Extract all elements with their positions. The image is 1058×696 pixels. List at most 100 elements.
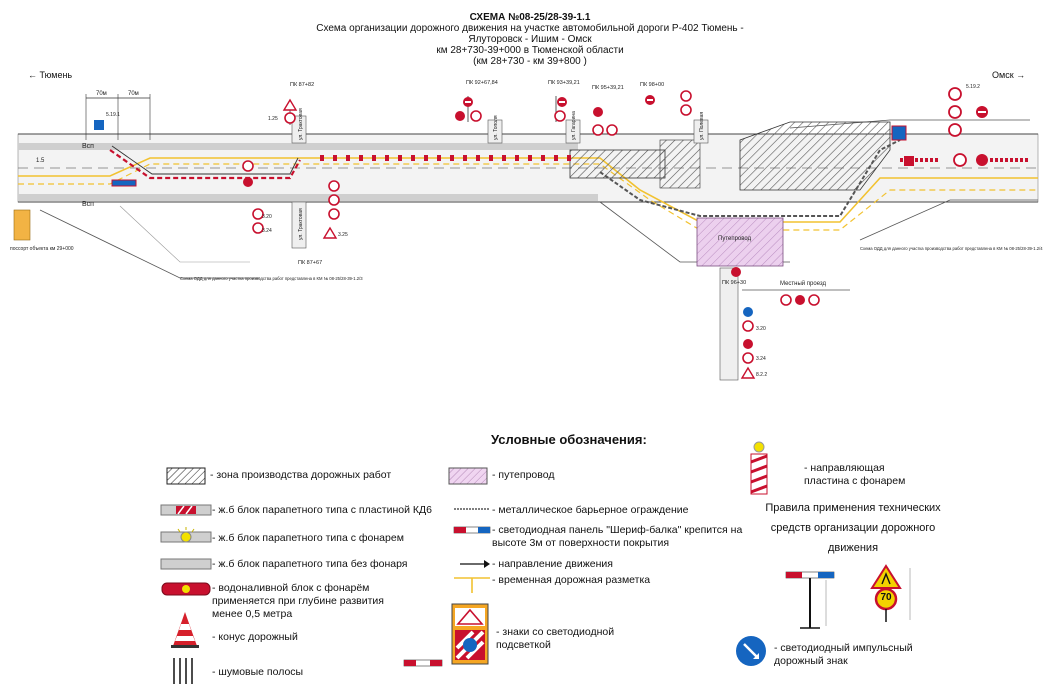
local-road-label: Местный проезд [780, 280, 827, 287]
swatch-parapet-plain [160, 558, 212, 570]
slope-left-2 [119, 205, 250, 263]
pk-label-4: ПК 95+39,21 [592, 85, 624, 91]
swatch-direction [460, 560, 490, 568]
pk-label-1: ПК 87+82 [290, 82, 314, 88]
sign-group-4 [592, 107, 618, 136]
shoulder-bottom [18, 194, 598, 201]
temporary-marking [18, 157, 1038, 223]
slope-left [39, 209, 260, 279]
led-panel-left [111, 179, 137, 187]
legend-guide-plate-line2: пластина с фонарем [804, 475, 906, 487]
legend-led-signs-line1: - знаки со светодиодной [496, 626, 615, 638]
swatch-overpass [448, 467, 488, 485]
scheme-km-range: (км 28+730 - км 39+800 ) [473, 56, 587, 67]
swatch-led-signs [403, 603, 489, 667]
direction-left-label: Тюмень [39, 70, 73, 80]
legend-sheriff-bar-line1: - светодиодная панель "Шериф-балка" креп… [492, 524, 743, 536]
sign-code-3: 3.24 [262, 228, 272, 234]
shoulder-top [18, 143, 578, 150]
sign-group-2 [455, 96, 482, 122]
metal-barrier-left [111, 145, 299, 175]
sign-group-5 [645, 90, 692, 116]
rules-caption: Правила применения технических средств о… [758, 498, 948, 558]
legend-water-block: - водоналивной блок с фонарём применяетс… [212, 582, 384, 621]
note-left: Схема ОДД для данного участка производст… [180, 276, 363, 281]
sign-mount-diagram [870, 564, 911, 622]
scheme-subtitle: Схема организации дорожного движения на … [316, 23, 744, 34]
side-street-4 [565, 119, 581, 144]
legend-sheriff-bar-line2: высоте 3м от поверхности покрытия [492, 537, 670, 549]
sign-led-box [891, 125, 907, 141]
object-post-label: поссорт объекта км 29+000 [10, 246, 74, 252]
scheme-route: Ялуторовск - Ишим - Омск [468, 34, 592, 45]
note-right: Схема ОДД для данного участка производст… [860, 246, 1043, 251]
sheriff-bar-mount-diagram [785, 571, 835, 629]
sign-code-1: 5.19.2 [966, 84, 980, 90]
swatch-water-block [161, 582, 211, 596]
led-panel-center [904, 156, 914, 166]
dimension-2: 70м [128, 91, 139, 97]
swatch-parapet-lantern [160, 527, 212, 543]
local-road [719, 267, 739, 381]
legend-water-block-line2: применяется при глубине развития [212, 595, 384, 607]
swatch-metal-barrier [454, 508, 490, 510]
direction-left: ← Тюмень [28, 70, 73, 80]
direction-right: Омск → [992, 70, 1026, 80]
side-street-3 [487, 119, 503, 144]
work-zone-3 [659, 139, 701, 189]
lane-label-bottom: Всп [82, 201, 94, 208]
sign-code-2: 3.20 [262, 214, 272, 220]
work-zone-2 [739, 121, 891, 191]
street-label-5: ул. Трактовая [298, 208, 304, 240]
water-filled-barrier-left [109, 149, 301, 180]
pk-label-3: ПК 93+39,21 [548, 80, 580, 86]
legend-water-block-line3: менее 0,5 метра [212, 608, 293, 620]
work-zone-1 [569, 149, 666, 179]
side-street-5 [693, 119, 709, 144]
scheme-km: км 28+730-39+000 в Тюменской области [436, 45, 624, 56]
swatch-rumble [173, 658, 193, 684]
legend-guide-plate-line1: - направляющая [804, 462, 885, 474]
legend-led-pulse-line2: дорожный знак [774, 655, 848, 667]
scheme-title: СХЕМА №08-25/28-39-1.1 Схема организации… [300, 12, 760, 67]
sign-group-6 [948, 87, 988, 167]
dimension-1: 70м [96, 91, 107, 97]
street-label-4: ул. Полевая [699, 112, 705, 140]
legend-led-pulse-sign: - светодиодный импульсный дорожный знак [774, 642, 913, 668]
swatch-parapet-kd6 [160, 504, 212, 516]
legend-parapet-kd6: - ж.б блок парапетного типа с пластиной … [212, 504, 432, 516]
side-street-2 [291, 201, 307, 249]
sign-group-3 [554, 96, 567, 122]
legend-work-zone: - зона производства дорожных работ [210, 469, 392, 481]
legend-parapet-lantern: - ж.б блок парапетного типа с фонарем [212, 532, 404, 544]
sign-code-8: 3.24 [756, 356, 766, 362]
legend-parapet-plain: - ж.б блок парапетного типа без фонаря [212, 558, 408, 570]
legend-direction: - направление движения [492, 558, 613, 570]
rules-line1: Правила применения технических [765, 502, 941, 514]
rules-line3: движения [827, 542, 879, 554]
scheme-number: СХЕМА №08-25/28-39-1.1 [469, 12, 591, 23]
rules-line2: средств организации дорожного [770, 522, 936, 534]
legend-rumble: - шумовые полосы [212, 666, 304, 678]
water-filled-barrier-right [599, 139, 901, 217]
swatch-guide-plate [750, 441, 768, 495]
legend-led-signs: - знаки со светодиодной подсветкой [496, 626, 614, 652]
lane-label-top: Всп [82, 143, 94, 150]
swatch-cone [171, 612, 199, 648]
overpass-label: Путепровод [718, 236, 752, 242]
sign-group-8 [242, 160, 254, 187]
sign-group-1 [282, 98, 298, 125]
object-post [13, 209, 31, 241]
swatch-work-zone [166, 467, 206, 485]
sign-code-7: 3.20 [756, 326, 766, 332]
pk-label-6: ПК 87+67 [298, 260, 322, 266]
legend-cone: - конус дорожный [212, 631, 298, 643]
swatch-led-pulse-sign [736, 636, 766, 666]
legend-metal-barrier: - металлическое барьерное ограждение [492, 504, 689, 516]
pk-label-5: ПК 98+00 [640, 82, 664, 88]
swatch-sheriff-bar [453, 526, 491, 534]
direction-right-label: Омск [992, 70, 1014, 80]
legend-sheriff-bar: - светодиодная панель "Шериф-балка" креп… [492, 524, 742, 550]
legend-title: Условные обозначения: [491, 432, 647, 447]
sign-code-6: 5.19.1 [106, 112, 120, 118]
